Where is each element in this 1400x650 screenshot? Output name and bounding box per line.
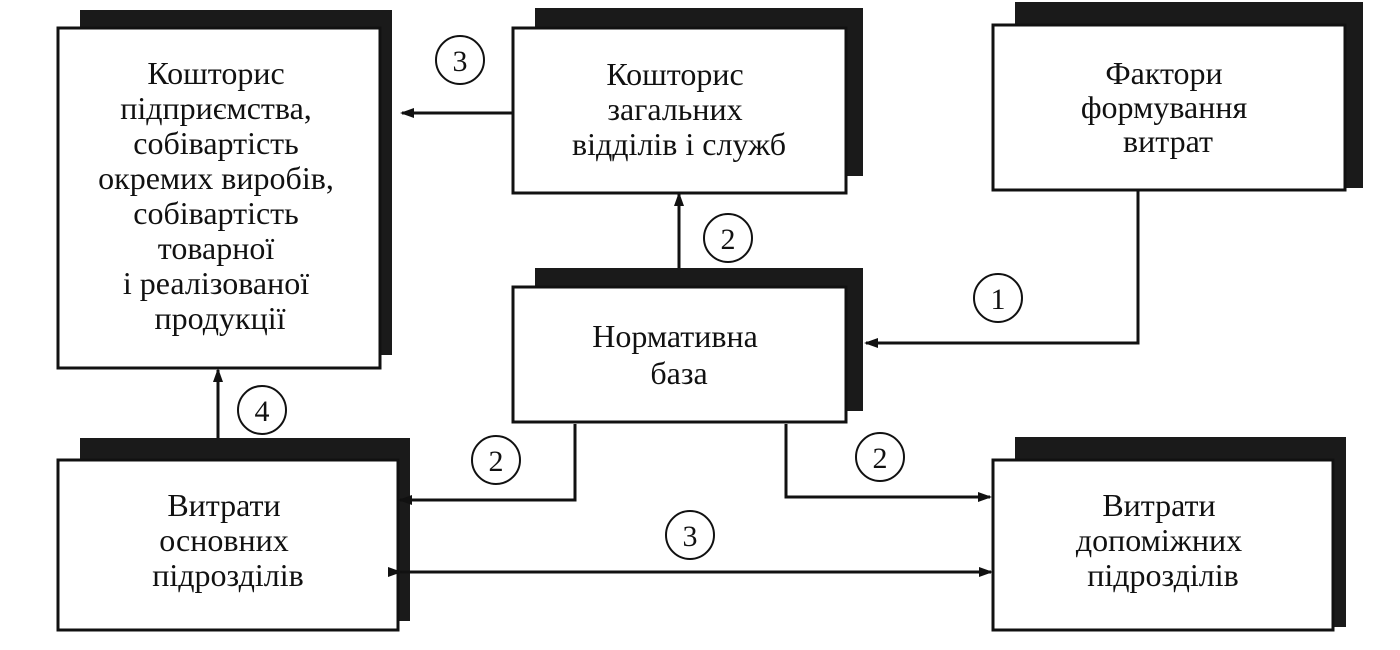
main-costs-frame xyxy=(56,458,400,632)
aux-costs-frame xyxy=(991,458,1335,632)
cost-factors-box: Фактори формування витрат xyxy=(991,2,1363,192)
normative-base-text: Нормативна база xyxy=(592,318,766,391)
arrow-factors-to-normative xyxy=(864,190,1140,348)
general-estimate-box: Кошторис загальних відділів і служб xyxy=(511,8,863,195)
enterprise-estimate-line-7: і реалізованої xyxy=(123,265,309,301)
step-badge-factors-to-normative: 1 xyxy=(973,273,1023,323)
normative-base-frame xyxy=(511,285,848,424)
normative-base-line-1: Нормативна xyxy=(592,318,758,354)
enterprise-estimate-line-5: собівартість xyxy=(133,195,299,231)
step-number: 2 xyxy=(873,442,888,475)
enterprise-estimate-line-1: Кошторис xyxy=(147,55,284,91)
cost-factors-line-3: витрат xyxy=(1123,123,1213,159)
arrow-normative-to-aux xyxy=(784,424,992,502)
step-badge-main-aux-exchange: 3 xyxy=(665,510,715,560)
aux-costs-box: Витрати допоміжних підрозділів xyxy=(991,437,1346,632)
step-badge-general-to-enterprise: 3 xyxy=(435,35,485,85)
general-estimate-line-1: Кошторис xyxy=(606,56,743,92)
cost-factors-frame xyxy=(991,23,1347,192)
general-estimate-text: Кошторис загальних відділів і служб xyxy=(572,56,786,162)
main-costs-text: Витрати основних підрозділів xyxy=(152,487,304,593)
step-number: 1 xyxy=(991,283,1006,316)
normative-base-line-2: база xyxy=(650,355,707,391)
general-estimate-line-2: загальних xyxy=(607,91,742,127)
enterprise-estimate-line-4: окремих виробів, xyxy=(98,160,334,196)
aux-costs-line-3: підрозділів xyxy=(1087,557,1239,593)
step-badge-main-to-enterprise: 4 xyxy=(237,385,287,435)
main-costs-box: Витрати основних підрозділів xyxy=(56,438,410,632)
step-number: 4 xyxy=(255,395,270,428)
enterprise-estimate-line-2: підприємства, xyxy=(120,90,312,126)
step-badge-normative-to-general: 2 xyxy=(703,213,753,263)
step-number: 3 xyxy=(453,45,468,78)
enterprise-estimate-line-3: собівартість xyxy=(133,125,299,161)
normative-base-box: Нормативна база xyxy=(511,268,863,424)
enterprise-estimate-box: Кошторис підприємства, собівартість окре… xyxy=(56,10,392,370)
main-costs-line-1: Витрати xyxy=(167,487,280,523)
aux-costs-line-2: допоміжних xyxy=(1076,522,1242,558)
general-estimate-frame xyxy=(511,26,848,195)
cost-factors-line-1: Фактори xyxy=(1105,55,1222,91)
step-badge-normative-to-main: 2 xyxy=(471,435,521,485)
aux-costs-text: Витрати допоміжних підрозділів xyxy=(1076,487,1250,593)
cost-factors-line-2: формування xyxy=(1081,89,1248,125)
step-number: 2 xyxy=(489,445,504,478)
enterprise-estimate-line-8: продукції xyxy=(155,300,286,336)
enterprise-estimate-frame xyxy=(56,26,382,370)
step-number: 3 xyxy=(683,520,698,553)
main-costs-line-3: підрозділів xyxy=(152,557,304,593)
enterprise-estimate-line-6: товарної xyxy=(158,230,275,266)
enterprise-estimate-text: Кошторис підприємства, собівартість окре… xyxy=(98,55,342,336)
general-estimate-line-3: відділів і служб xyxy=(572,126,786,162)
step-number: 2 xyxy=(721,223,736,256)
step-badge-normative-to-aux: 2 xyxy=(855,432,905,482)
cost-factors-text: Фактори формування витрат xyxy=(1081,55,1255,159)
main-costs-line-2: основних xyxy=(159,522,288,558)
aux-costs-line-1: Витрати xyxy=(1102,487,1215,523)
arrow-normative-to-main xyxy=(398,424,577,505)
